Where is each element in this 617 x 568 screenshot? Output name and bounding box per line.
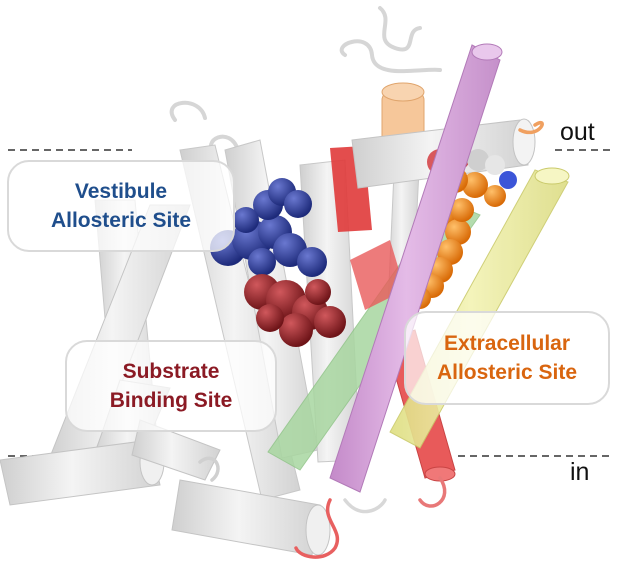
membrane-in-label: in bbox=[570, 458, 590, 486]
loops-front bbox=[198, 121, 544, 559]
vestibule-label-line1: Vestibule bbox=[74, 180, 168, 203]
substrate-binding-site-label: Substrate Binding Site bbox=[65, 340, 277, 432]
extracellular-label-line1: Extracellular bbox=[443, 332, 571, 355]
vestibule-allosteric-site-label: Vestibule Allosteric Site bbox=[7, 160, 235, 252]
extracellular-allosteric-site-label: Extracellular Allosteric Site bbox=[404, 311, 610, 405]
helix-magenta bbox=[329, 43, 503, 493]
extracellular-label-line2: Allosteric Site bbox=[436, 361, 578, 384]
substrate-label-line2: Binding Site bbox=[109, 389, 233, 412]
ligand-vestibule-blue bbox=[210, 178, 327, 277]
substrate-label-line1: Substrate bbox=[122, 360, 220, 383]
membrane-out-label: out bbox=[560, 118, 595, 146]
vestibule-label-line2: Allosteric Site bbox=[50, 209, 192, 232]
ligand-substrate-darkred bbox=[244, 274, 346, 347]
